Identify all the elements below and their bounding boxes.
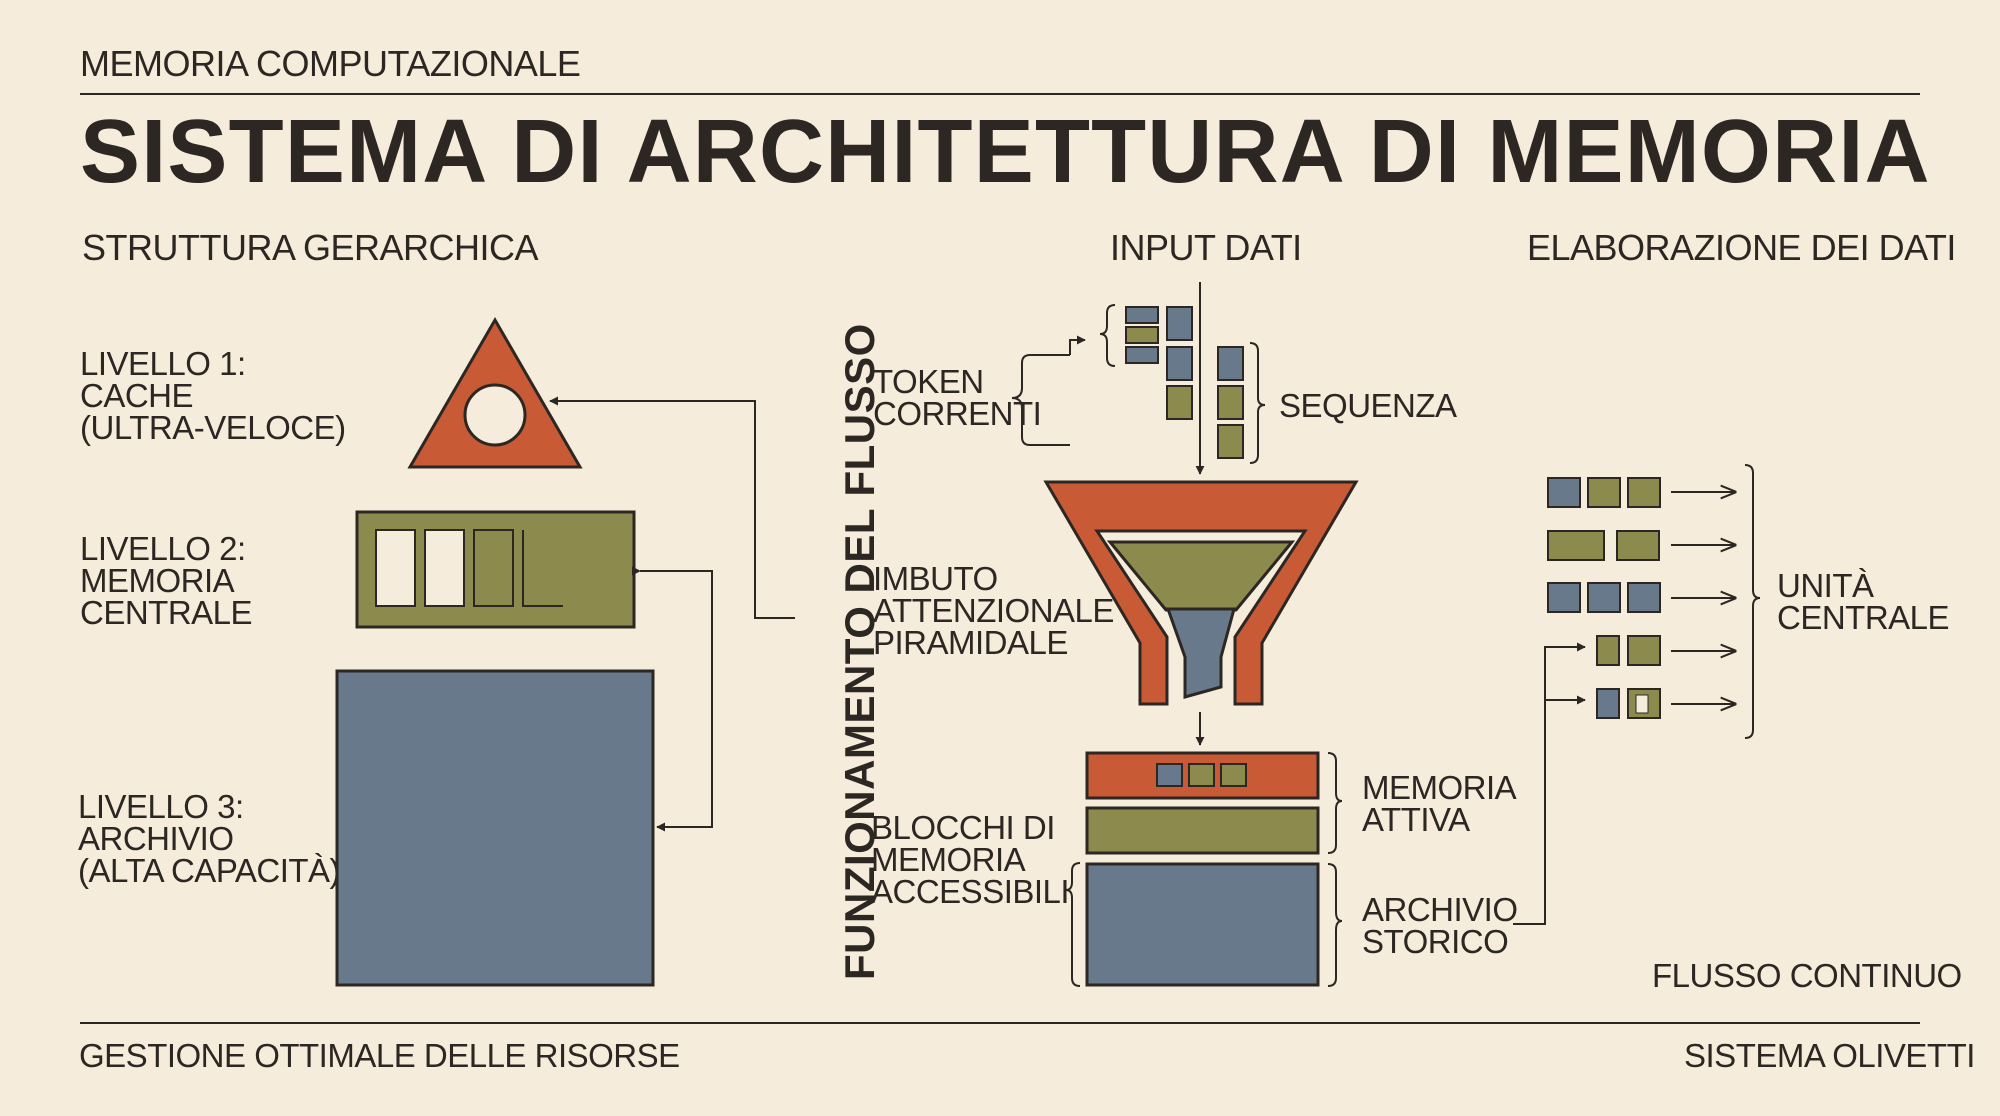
central-unit-label: UNITÀ CENTRALE (1777, 567, 1950, 636)
level-2-label: LIVELLO 2: MEMORIA CENTRALE (80, 530, 253, 631)
memory-blocks-label: BLOCCHI DI MEMORIA ACCESSIBILI (871, 809, 1070, 910)
processing-arrows (1671, 464, 1761, 739)
section-processing-title: ELABORAZIONE DEI DATI (1527, 227, 1956, 268)
footer-left-text: GESTIONE OTTIMALE DELLE RISORSE (79, 1037, 680, 1074)
continuous-flow-label: FLUSSO CONTINUO (1652, 957, 1962, 994)
token-brackets (1011, 304, 1266, 464)
funnel-label: IMBUTO ATTENZIONALE PIRAMIDALE (873, 560, 1114, 661)
cache-level-triangle (407, 317, 583, 469)
historical-archive-label: ARCHIVIO STORICO (1362, 891, 1518, 960)
processing-rows (1547, 477, 1661, 719)
level-3-label: LIVELLO 3: ARCHIVIO (ALTA CAPACITÀ) (78, 788, 341, 889)
sequence-label: SEQUENZA (1279, 387, 1457, 424)
central-memory-block (355, 510, 636, 629)
attention-funnel (1043, 480, 1359, 706)
memory-block-brackets (1065, 642, 1586, 987)
section-hierarchy-title: STRUTTURA GERARCHICA (82, 227, 539, 268)
token-label: TOKEN CORRENTI (873, 363, 1042, 432)
footer-right-text: SISTEMA OLIVETTI (1684, 1037, 1975, 1074)
page-title: SISTEMA DI ARCHITETTURA DI MEMORIA (80, 102, 1931, 202)
token-cluster (1125, 306, 1244, 459)
section-input-title: INPUT DATI (1110, 227, 1302, 268)
archive-block (335, 669, 655, 987)
active-memory-label: MEMORIA ATTIVA (1362, 769, 1517, 838)
hierarchy-arrows (549, 396, 795, 832)
level-1-label: LIVELLO 1: CACHE (ULTRA-VELOCE) (80, 345, 346, 446)
memory-blocks (1085, 751, 1320, 987)
kicker-text: MEMORIA COMPUTAZIONALE (80, 43, 581, 84)
